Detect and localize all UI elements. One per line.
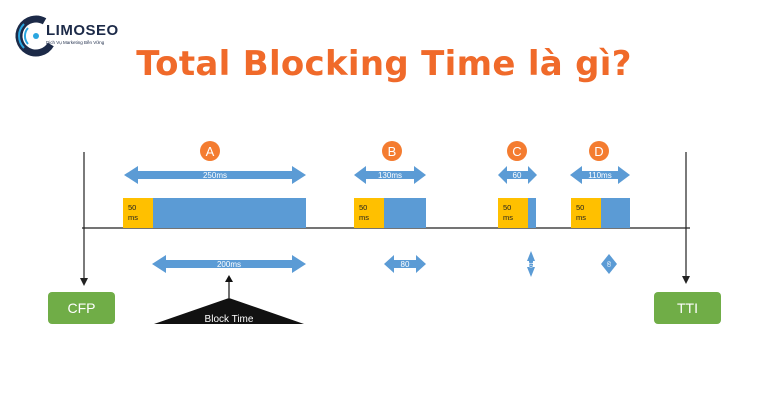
blocking-arrow-a: [152, 255, 306, 273]
blocking-arrow-d: [601, 254, 617, 274]
task-first-part-c: [498, 198, 528, 228]
block-time-triangle: [154, 298, 304, 324]
task-duration-d: 110ms: [588, 171, 611, 180]
task-first-part-a: [123, 198, 153, 228]
task-badge-d-label: D: [594, 144, 603, 159]
task-first-part-d: [571, 198, 601, 228]
cfp-box: [48, 292, 115, 324]
task-duration-b: 130ms: [378, 171, 402, 180]
block-time-label: Block Time: [205, 314, 254, 325]
page-title: Total Blocking Time là gì?: [136, 44, 632, 84]
blocking-time-a: 200ms: [217, 260, 241, 269]
task-duration-a: 250ms: [203, 171, 227, 180]
end-marker-arrow: [682, 276, 690, 284]
start-marker-arrow: [80, 278, 88, 286]
task-first-part-b: [354, 198, 384, 228]
block-time-pointer-head: [225, 275, 233, 282]
tti-box: [654, 292, 721, 324]
task-badge-c: [507, 141, 527, 161]
task-badge-b: [382, 141, 402, 161]
blocking-time-d: 60: [605, 261, 611, 267]
task-badge-d: [589, 141, 609, 161]
task-bar-a: [123, 198, 306, 228]
brand-tagline: Dịch Vụ Marketing Bền Vững: [46, 40, 105, 45]
brand-name: LIMOSEO: [46, 22, 119, 39]
task-badge-a-label: A: [206, 144, 215, 159]
task-duration-arrow-a: [124, 166, 306, 184]
task-duration-c: 60: [513, 171, 522, 180]
cfp-label: CFP: [68, 300, 96, 316]
tti-label: TTI: [677, 300, 698, 316]
task-duration-arrow-b: [354, 166, 426, 184]
limoseo-logo: [15, 15, 57, 57]
task-badge-a: [200, 141, 220, 161]
blocking-time-c: 10: [527, 262, 533, 268]
task-duration-arrow-c: [498, 166, 537, 184]
task-badge-b-label: B: [388, 144, 397, 159]
blocking-arrow-b: [384, 255, 426, 273]
task-badge-c-label: C: [512, 144, 521, 159]
blocking-arrow-c: [527, 251, 535, 277]
task-duration-arrow-d: [570, 166, 630, 184]
blocking-time-b: 80: [401, 260, 410, 269]
